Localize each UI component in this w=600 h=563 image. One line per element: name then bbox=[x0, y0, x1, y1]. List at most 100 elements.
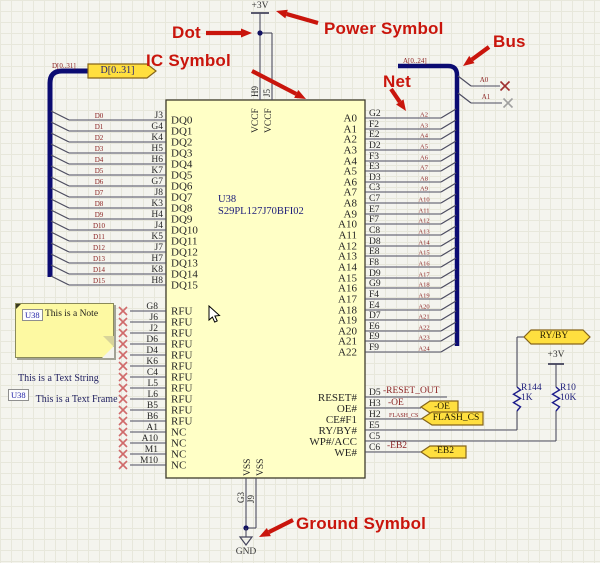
bus-entry[interactable] bbox=[440, 225, 457, 236]
bus-entry[interactable] bbox=[50, 220, 70, 231]
bus-entry[interactable] bbox=[440, 257, 457, 268]
data-bus[interactable] bbox=[47, 68, 88, 277]
no-erc-marker[interactable] bbox=[118, 394, 128, 404]
port-oe-label[interactable]: -OE bbox=[434, 402, 450, 412]
bus-entry[interactable] bbox=[440, 151, 457, 162]
bus-entry[interactable] bbox=[50, 143, 70, 154]
bus-entry[interactable] bbox=[50, 198, 70, 209]
no-erc-marker[interactable] bbox=[118, 383, 128, 393]
bus-entry[interactable] bbox=[440, 204, 457, 215]
bus-entry[interactable] bbox=[440, 246, 457, 257]
no-erc-marker[interactable] bbox=[118, 449, 128, 459]
port-flash-cs-label[interactable]: FLASH_CS bbox=[432, 413, 480, 423]
no-erc-marker[interactable] bbox=[118, 372, 128, 382]
ic-part-number[interactable]: S29PL127J70BFI02 bbox=[218, 206, 304, 217]
port-d0-31[interactable] bbox=[87, 63, 157, 79]
ic-body[interactable] bbox=[165, 99, 366, 479]
port-eb2[interactable] bbox=[419, 445, 467, 459]
ground-label[interactable]: GND bbox=[235, 547, 257, 557]
bus-entry[interactable] bbox=[50, 242, 70, 253]
no-erc-marker[interactable] bbox=[118, 416, 128, 426]
no-erc-marker[interactable] bbox=[118, 317, 128, 327]
bus-entry[interactable] bbox=[440, 119, 457, 130]
no-erc-marker[interactable] bbox=[118, 460, 128, 470]
resistor-r10-value[interactable]: 10K bbox=[560, 393, 577, 403]
bus-entry[interactable] bbox=[440, 278, 457, 289]
resistor-r10[interactable] bbox=[551, 386, 561, 412]
bus-entry[interactable] bbox=[50, 253, 70, 264]
bus-entry[interactable] bbox=[440, 268, 457, 279]
pin-designator-H3: H3 bbox=[369, 399, 381, 409]
pin-name-VSS-1: VSS bbox=[243, 459, 253, 476]
no-erc-marker[interactable] bbox=[118, 405, 128, 415]
arrow-net[interactable] bbox=[389, 87, 402, 104]
arrow-bus[interactable] bbox=[470, 45, 491, 62]
bus-entry[interactable] bbox=[440, 193, 457, 204]
bus-entry[interactable] bbox=[440, 140, 457, 151]
bus-entry[interactable] bbox=[440, 214, 457, 225]
text-frame[interactable]: U38 This is a Text Frame bbox=[8, 389, 118, 407]
no-erc-marker[interactable] bbox=[118, 350, 128, 360]
left-bus-net-label[interactable]: D[0..31] bbox=[52, 62, 76, 70]
text-string[interactable]: This is a Text String bbox=[18, 373, 99, 384]
right-bus-net-label[interactable]: A[0..24] bbox=[403, 57, 427, 65]
bus-entry[interactable] bbox=[50, 110, 70, 121]
net-label-reset-out[interactable]: -RESET_OUT bbox=[383, 386, 440, 396]
port-ryby-label[interactable]: RY/BY bbox=[539, 331, 569, 341]
net-label-oe[interactable]: -OE bbox=[388, 398, 404, 408]
bus-entry[interactable] bbox=[50, 165, 70, 176]
ic-designator[interactable]: U38 bbox=[218, 194, 237, 205]
bus-entry[interactable] bbox=[440, 172, 457, 183]
no-erc-marker[interactable] bbox=[118, 438, 128, 448]
bus-entry[interactable] bbox=[440, 129, 457, 140]
bus-entry[interactable] bbox=[50, 187, 70, 198]
bus-entry[interactable] bbox=[50, 275, 70, 286]
sticky-note[interactable]: U38 This is a Note bbox=[15, 303, 114, 358]
power-rail-label-right[interactable]: +3V bbox=[547, 350, 565, 360]
no-erc-marker[interactable] bbox=[502, 97, 514, 109]
bus-entry[interactable] bbox=[440, 236, 457, 247]
bus-entry[interactable] bbox=[50, 264, 70, 275]
bus-entry[interactable] bbox=[50, 121, 70, 132]
ground-symbol[interactable] bbox=[238, 536, 254, 546]
resistor-r144-value[interactable]: 1K bbox=[521, 393, 533, 403]
port-eb2-label[interactable]: -EB2 bbox=[433, 446, 455, 456]
bus-entry[interactable] bbox=[440, 108, 457, 119]
bus-entry[interactable] bbox=[50, 154, 70, 165]
port-ryby[interactable] bbox=[523, 329, 591, 345]
net-label-D7: D7 bbox=[95, 189, 104, 197]
power-rail-label-top[interactable]: +3V bbox=[251, 1, 269, 11]
no-erc-marker[interactable] bbox=[118, 328, 128, 338]
net-label-eb2[interactable]: -EB2 bbox=[387, 441, 408, 451]
bus-entry[interactable] bbox=[50, 176, 70, 187]
bus-entry[interactable] bbox=[50, 132, 70, 143]
resistor-r10-designator[interactable]: R10 bbox=[560, 383, 576, 393]
arrow-power-symbol[interactable] bbox=[285, 12, 319, 26]
arrow-ground-symbol[interactable] bbox=[267, 518, 294, 534]
port-d0-31-label[interactable]: D[0..31] bbox=[100, 65, 135, 76]
bus-entry[interactable] bbox=[440, 161, 457, 172]
arrow-ic-symbol[interactable] bbox=[251, 69, 298, 96]
no-erc-marker[interactable] bbox=[499, 80, 511, 92]
no-erc-marker[interactable] bbox=[118, 339, 128, 349]
resistor-r144-designator[interactable]: R144 bbox=[521, 383, 542, 393]
bus-entry[interactable] bbox=[440, 321, 457, 332]
no-erc-marker[interactable] bbox=[118, 361, 128, 371]
bus-entry[interactable] bbox=[50, 231, 70, 242]
bus-entry[interactable] bbox=[440, 331, 457, 342]
bus-entry[interactable] bbox=[457, 92, 472, 104]
address-bus[interactable] bbox=[398, 63, 460, 346]
resistor-r144[interactable] bbox=[512, 386, 522, 412]
bus-entry[interactable] bbox=[440, 182, 457, 193]
bus-entry[interactable] bbox=[457, 75, 472, 87]
bus-entry[interactable] bbox=[440, 310, 457, 321]
no-erc-marker[interactable] bbox=[118, 306, 128, 316]
bus-entry[interactable] bbox=[50, 209, 70, 220]
bus-entry[interactable] bbox=[440, 289, 457, 300]
port-flash-cs[interactable] bbox=[420, 411, 484, 426]
net-label-flash-cs[interactable]: FLASH_CS bbox=[389, 413, 419, 419]
no-erc-marker[interactable] bbox=[118, 427, 128, 437]
bus-entry[interactable] bbox=[440, 342, 457, 353]
bus-entry[interactable] bbox=[440, 300, 457, 311]
